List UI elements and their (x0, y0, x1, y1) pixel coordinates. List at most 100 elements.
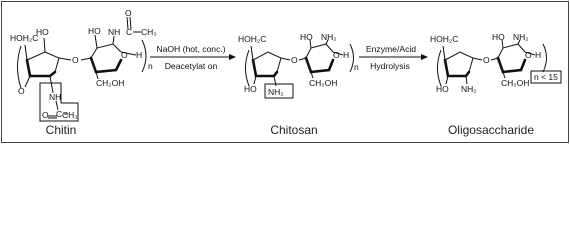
chitosan-bond-nh2-upper (325, 39, 329, 45)
arrow2-bottom-label: Hydrolysis (370, 61, 410, 71)
chitin-bond-o3 (24, 75, 31, 88)
chitin-bond-nc (55, 100, 59, 111)
chitin-nh-lower-label: NH (49, 92, 61, 102)
chitin-co-double-2 (129, 16, 132, 30)
chitin-link-right (80, 57, 92, 61)
chitin-bond-oh-end (120, 51, 137, 56)
chitin-bond-n (49, 75, 54, 94)
arrow2-head (421, 54, 428, 60)
chitin-bond-c6 (24, 44, 28, 61)
oligo-link-left (472, 57, 483, 61)
oligosaccharide-structure: HOH₂C HO NH₂ O HO NH₂ CH₂OH O H n < 15 (430, 32, 562, 94)
oligo-h-end-label: H (535, 50, 541, 60)
chitin-bracket-left (17, 45, 22, 89)
chitin-h-end-label: H (136, 50, 142, 60)
chitin-o-link-label: O (72, 55, 79, 65)
arrow-deacetylation: NaOH (hot, conc.) Deacetylat on (150, 44, 236, 71)
chitin-ring1-bold (25, 58, 57, 78)
oligo-bond-nh2-upper (517, 39, 521, 45)
oligo-bond-ho2 (501, 39, 504, 49)
reaction-scheme: HOH₂C HO O NH C O CH₃ O HO NH C O CH₃ CH… (1, 1, 569, 143)
arrow1-bottom-label: Deacetylat on (165, 61, 218, 71)
chitin-ch2oh-label: CH₂OH (96, 78, 124, 88)
chitosan-bracket-left (245, 49, 250, 87)
chitin-ch3-upper-label: CH₃ (141, 27, 157, 37)
oligo-o-end-label: O (525, 50, 532, 60)
chitosan-bond-c6 (250, 45, 254, 61)
oligo-ring2-bold (496, 56, 527, 74)
caption-chitosan: Chitosan (270, 123, 317, 137)
oligo-ch2oh-label: CH₂OH (501, 78, 529, 88)
chitosan-o-link-label: O (291, 55, 298, 65)
caption-chitin: Chitin (46, 123, 77, 137)
chitosan-hoh2c-label: HOH₂C (238, 34, 266, 44)
chitosan-bond-ho2 (309, 39, 312, 49)
chitin-c-upper-label: C (126, 27, 132, 37)
oligo-ring1-bold (443, 58, 471, 78)
chitin-o-lower-label: O (42, 110, 49, 120)
chitosan-bond-oh-end (332, 51, 344, 56)
chitosan-nh2-lower-label: NH₂ (268, 87, 284, 97)
caption-oligosaccharide: Oligosaccharide (448, 123, 534, 137)
chitin-ring1 (26, 51, 60, 73)
oligo-bracket-left (437, 49, 442, 87)
chitin-bond-oh (43, 37, 46, 53)
oligo-ho2-label: HO (492, 32, 505, 42)
chitosan-bond-ch2 (310, 71, 314, 79)
chitosan-ho-label: HO (244, 84, 257, 94)
oligo-hoh2c-label: HOH₂C (430, 34, 458, 44)
chitin-hoh2c-label: HOH₂C (10, 33, 38, 43)
chitosan-ch2oh-label: CH₂OH (309, 78, 337, 88)
oligo-bond-ch2 (502, 71, 506, 79)
oligo-ring2 (497, 43, 526, 59)
chitosan-o-end-label: O (333, 50, 340, 60)
chitin-ring2-bold (89, 56, 123, 74)
chitosan-ring2-bold (304, 56, 335, 74)
oligo-nh2-upper-label: NH₂ (513, 32, 529, 42)
oligo-bond-oh-end (524, 51, 536, 56)
oligo-bracket-right (542, 43, 547, 73)
chitin-c-lower-label: C (56, 109, 62, 119)
chitin-bond-ho2 (94, 34, 98, 49)
chitin-nh-upper-label: NH (108, 27, 120, 37)
chitosan-ho2-label: HO (300, 32, 313, 42)
arrow1-head (229, 54, 236, 60)
oligo-ho-label: HO (436, 84, 449, 94)
chitin-bond-ch2 (95, 71, 99, 80)
chitosan-amine-box (264, 83, 294, 99)
arrow2-top-label: Enzyme/Acid (366, 44, 416, 54)
oligo-bond-oh (445, 75, 449, 85)
arrow1-top-label: NaOH (hot, conc.) (156, 44, 225, 54)
chitosan-ring2 (305, 43, 334, 59)
chitosan-bracket-right (349, 43, 354, 73)
chitosan-h-end-label: H (343, 50, 349, 60)
chitosan-ring1 (252, 51, 282, 73)
oligo-ring1 (444, 51, 474, 73)
chitin-o-upper-label: O (125, 8, 132, 18)
arrow-hydrolysis: Enzyme/Acid Hydrolysis (359, 44, 428, 71)
chitosan-n-label: n (354, 62, 359, 72)
oligo-bond-nh2 (465, 75, 468, 85)
chitin-co-double-1 (126, 16, 129, 30)
chitin-bracket-right (141, 39, 147, 73)
chitosan-nh2-upper-label: NH₂ (321, 32, 337, 42)
figure-frame (1, 1, 569, 143)
chitin-o-end-label: O (121, 50, 128, 60)
chitosan-structure: HOH₂C HO NH₂ O HO NH₂ CH₂OH O H n (238, 32, 359, 99)
chitin-n-label: n (148, 61, 153, 71)
oligo-o-link-label: O (483, 55, 490, 65)
chitin-acetamide-box (39, 82, 79, 122)
chitin-ho2-label: HO (88, 26, 101, 36)
chitosan-ring1-bold (251, 58, 279, 78)
chitin-link-left (58, 57, 72, 61)
oligo-n-limit-label: n < 15 (534, 72, 558, 82)
chitin-bond-nh2 (112, 35, 115, 45)
chitin-structure: HOH₂C HO O NH C O CH₃ O HO NH C O CH₃ CH… (10, 8, 157, 122)
oligo-bond-c6 (442, 45, 446, 61)
chitin-ho-label: HO (36, 27, 49, 37)
chitin-ring2 (90, 43, 122, 59)
chitin-ch3-lower-label: CH₃ (62, 110, 78, 120)
chitin-o3-label: O (18, 86, 25, 96)
oligo-nh2-lower-label: NH₂ (461, 84, 477, 94)
chitosan-bond-oh (253, 75, 257, 85)
